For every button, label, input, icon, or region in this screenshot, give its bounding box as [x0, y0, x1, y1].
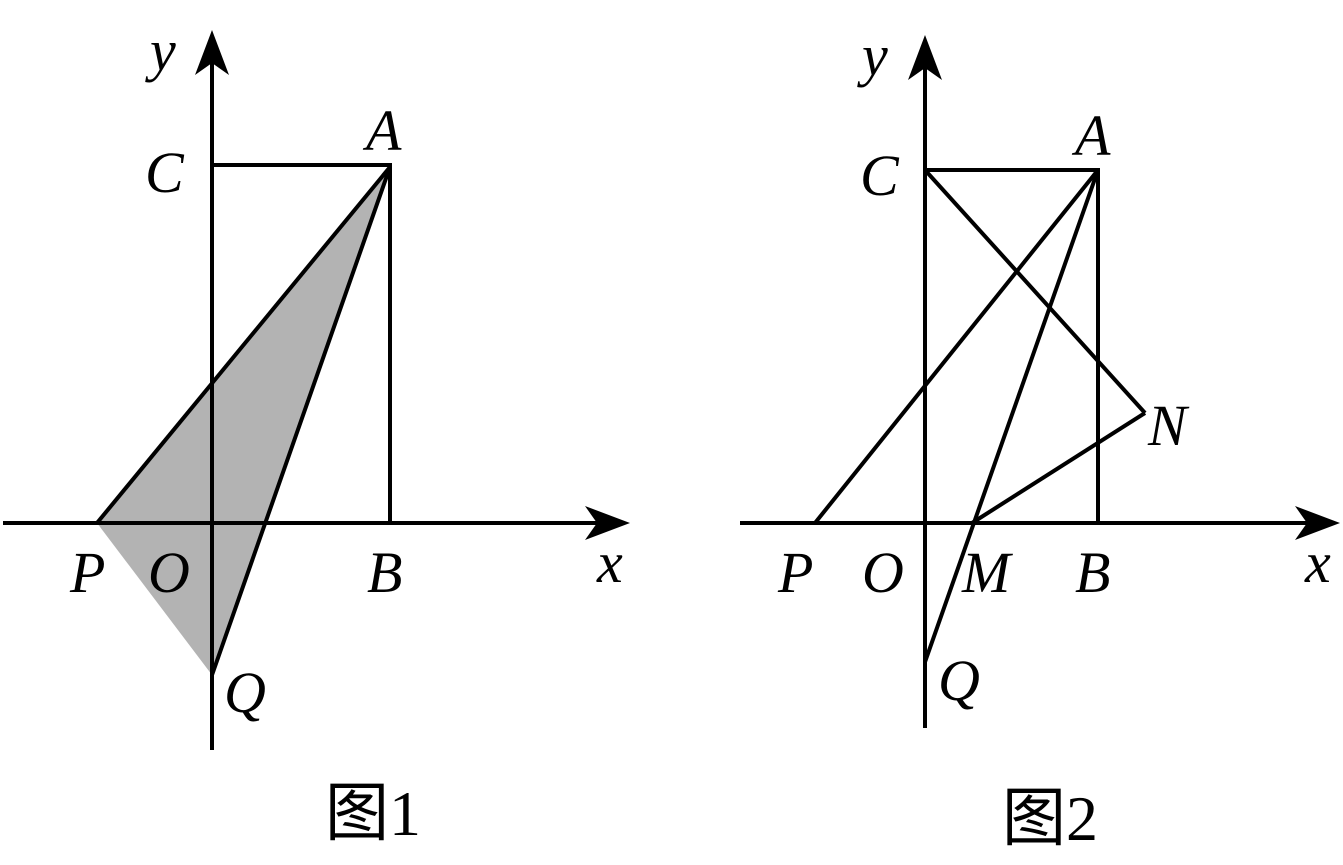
label-x: x [1304, 530, 1331, 595]
label-q: Q [224, 660, 266, 725]
label-x: x [596, 530, 623, 595]
segment-pa [95, 165, 392, 525]
label-y: y [857, 23, 888, 88]
label-m: M [961, 540, 1013, 605]
label-b: B [1075, 540, 1110, 605]
label-c: C [860, 143, 900, 208]
figure-2: y x C A N P O M B Q 图2 [740, 23, 1340, 854]
label-p: P [69, 540, 105, 605]
label-o: O [148, 540, 190, 605]
label-a: A [362, 98, 402, 163]
x-axis-arrow [585, 506, 630, 540]
figure-1: y x C A P O B Q 图1 [3, 18, 630, 849]
segment-pa [813, 168, 1100, 525]
label-c: C [145, 140, 185, 205]
label-y: y [145, 18, 176, 83]
label-p: P [777, 540, 813, 605]
label-b: B [367, 540, 402, 605]
y-axis-arrow [908, 35, 942, 80]
segment-qa [923, 169, 1100, 663]
rectangle-obac [212, 163, 392, 523]
segment-qa [210, 166, 392, 676]
segment-cn [923, 168, 1147, 415]
label-n: N [1147, 393, 1190, 458]
label-a: A [1071, 103, 1111, 168]
x-axis-arrow [1295, 506, 1340, 540]
label-o: O [862, 540, 904, 605]
shaded-triangle-apq [97, 167, 390, 675]
segment-nm [970, 411, 1147, 525]
y-axis-arrow [195, 30, 229, 75]
label-q: Q [938, 648, 980, 713]
caption-figure-2: 图2 [1002, 783, 1098, 854]
rectangle-obac [925, 168, 1100, 523]
caption-figure-1: 图1 [325, 778, 421, 849]
